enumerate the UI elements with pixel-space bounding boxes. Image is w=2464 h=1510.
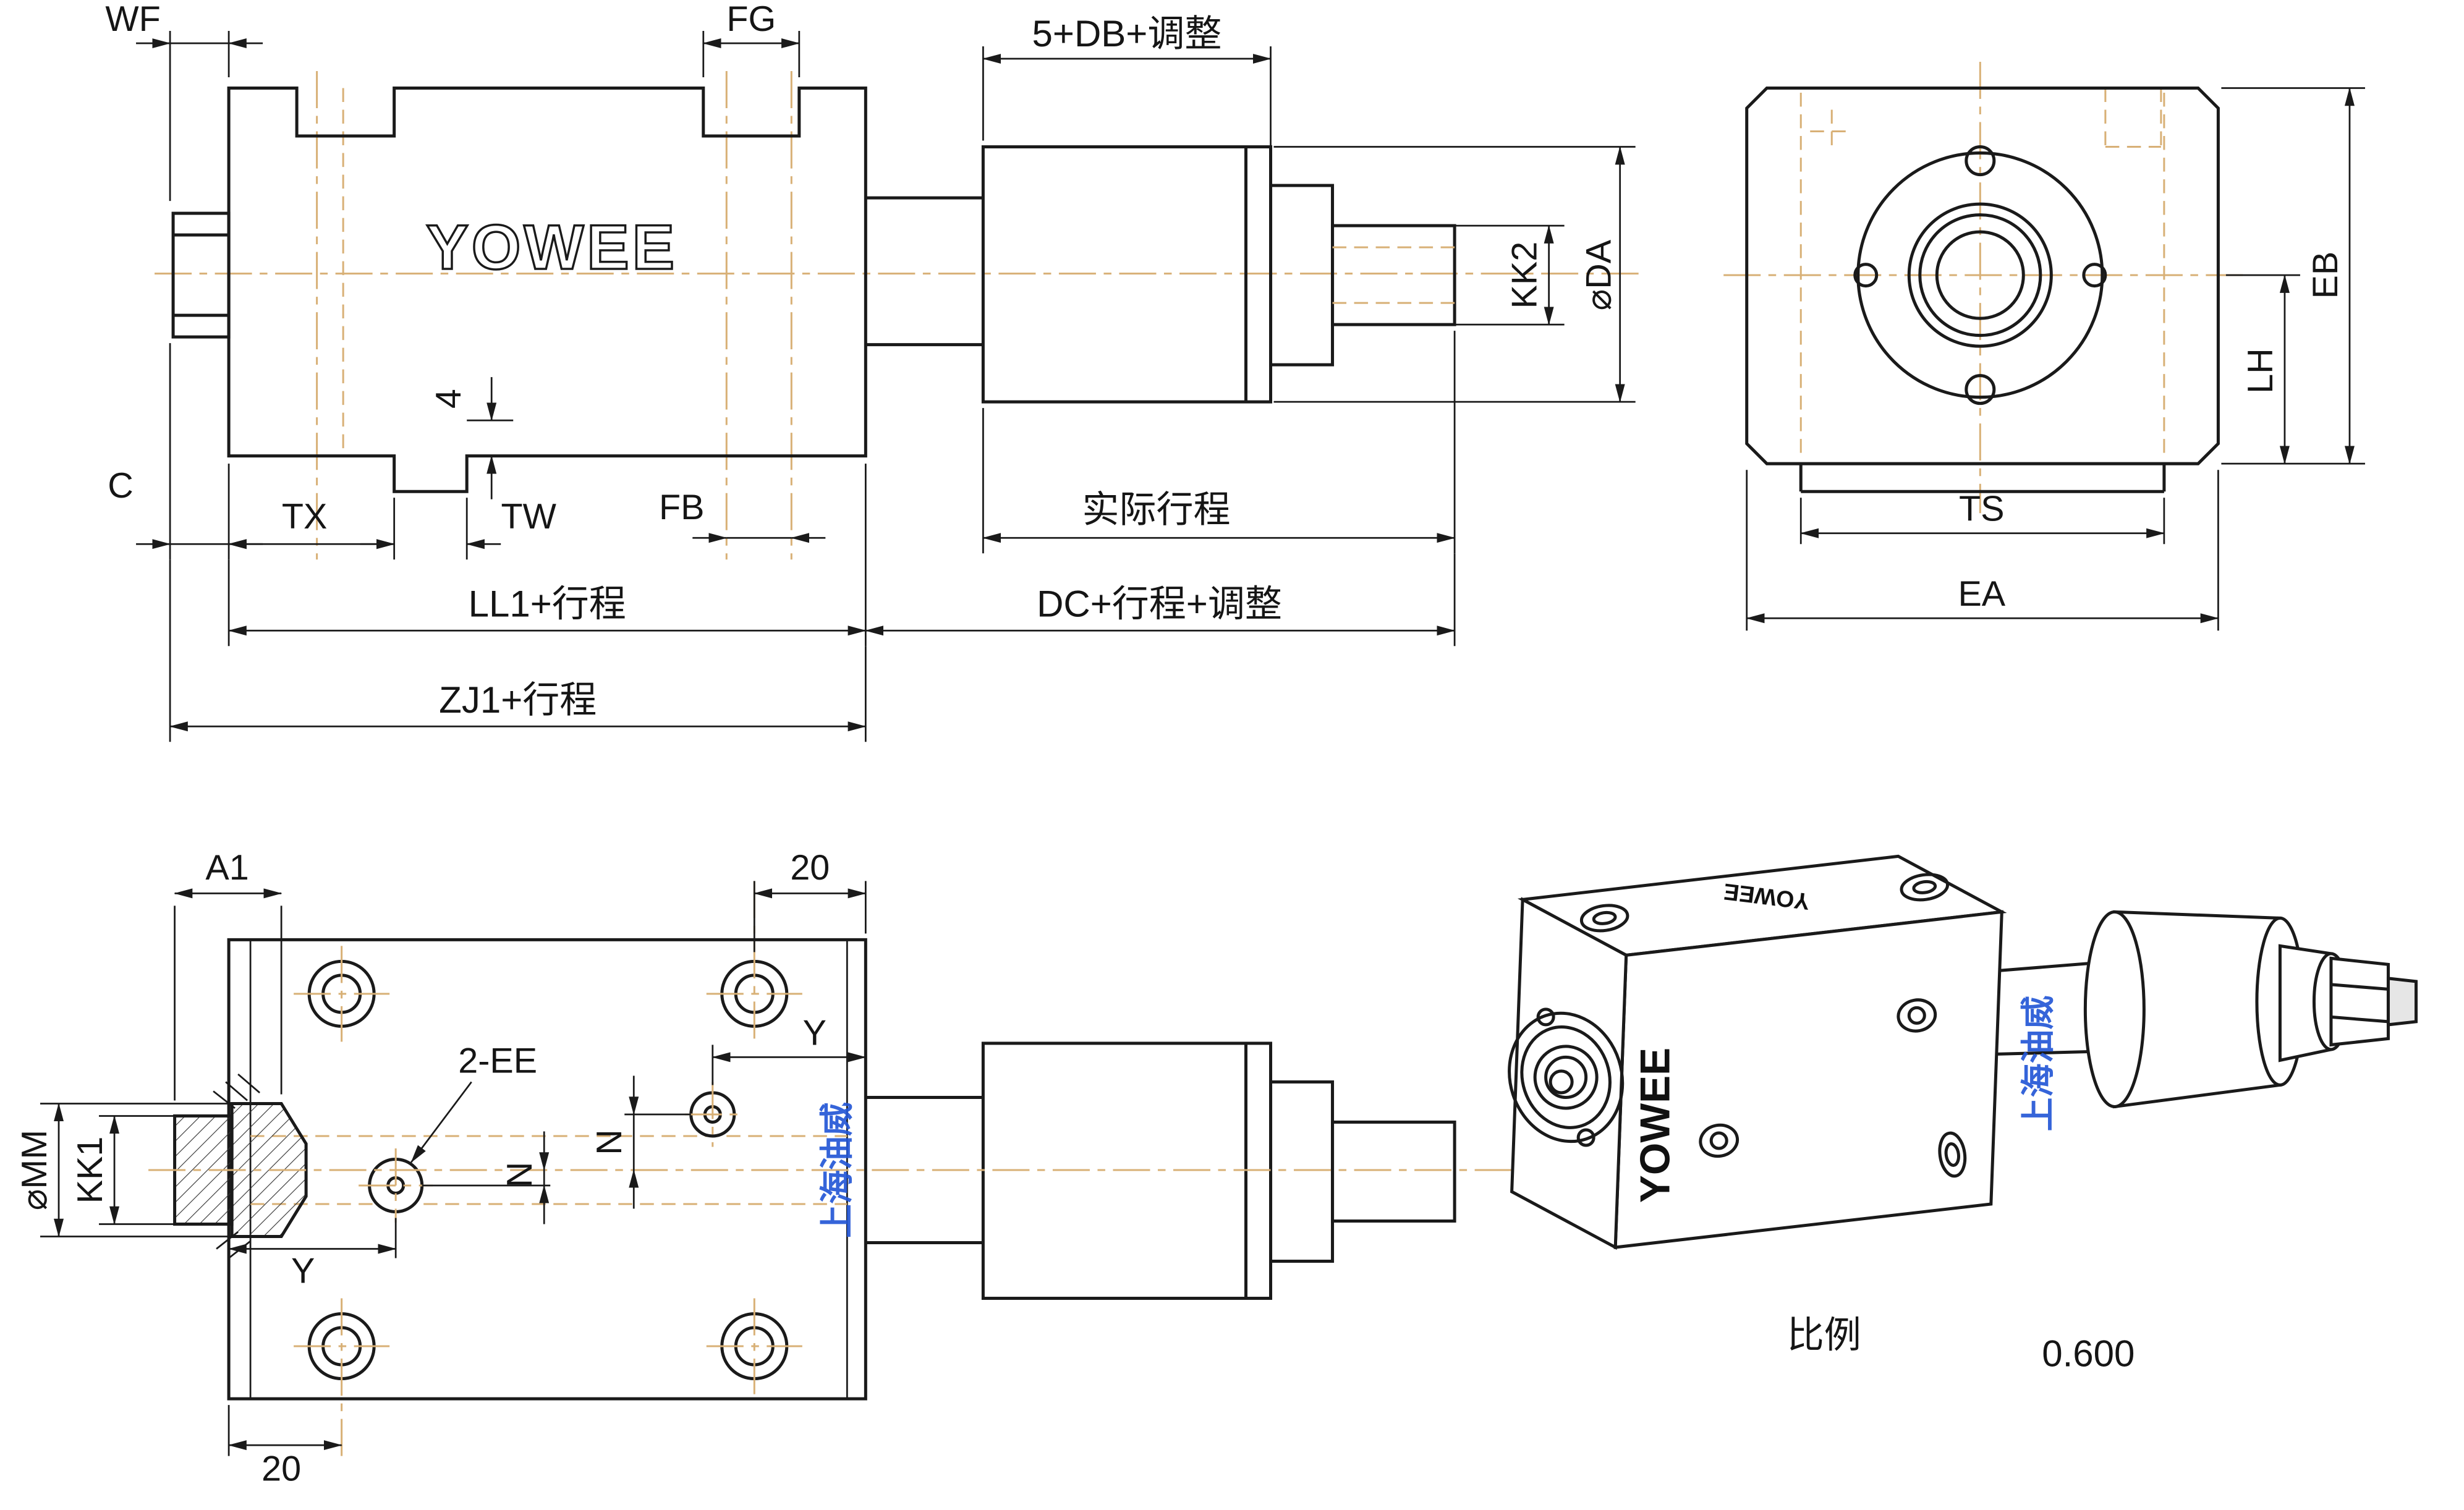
iso-flange (1508, 1007, 1625, 1147)
dim-label-20-bottom: 20 (261, 1449, 301, 1489)
dim-label-wf: WF (105, 0, 160, 39)
dim-label-tx: TX (282, 497, 327, 537)
plan-view-dimensions: A1 20 Y N 2-EE N Y (15, 848, 867, 1489)
dim-label-a1: A1 (205, 848, 249, 888)
watermark-iso: 上海油威 (2019, 995, 2057, 1131)
rod-end-section (173, 1073, 308, 1259)
dim-label-ts: TS (1959, 490, 2004, 529)
plan-view-centerlines (148, 881, 1647, 1456)
plan-view: A1 20 Y N 2-EE N Y (15, 848, 1647, 1489)
dim-label-fb: FB (659, 488, 704, 527)
end-face-outline (1745, 87, 2220, 465)
flange-bolt-hole-bottom (1965, 374, 1996, 405)
dim-label-fg: FG (726, 0, 776, 39)
dim-label-y-bottom: Y (291, 1252, 315, 1291)
adjuster-step (1269, 184, 1335, 367)
dim-label-2ee: 2-EE (458, 1041, 537, 1080)
iso-cylinder-cap-left (2083, 910, 2146, 1108)
scale-note: 比例 0.600 (1787, 1315, 2135, 1375)
iso-front-holes (1699, 998, 1967, 1178)
dim-label-db: 5+DB+调整 (1032, 13, 1222, 54)
side-view-centerlines (155, 71, 1647, 560)
flange-bolt-hole-top (1965, 145, 1996, 177)
bore-circle (1935, 230, 2025, 320)
rod-end-cap (171, 211, 231, 339)
dim-label-4: 4 (429, 389, 469, 409)
dim-label-y-top: Y (803, 1013, 826, 1053)
dim-label-actual-stroke: 实际行程 (1082, 489, 1230, 530)
end-view-centerlines (1723, 62, 2245, 514)
dim-label-20-top: 20 (790, 848, 830, 888)
scale-value: 0.600 (2042, 1333, 2135, 1375)
watermark-plan: 上海油威 (818, 1102, 856, 1238)
dim-label-da: ⌀DA (1579, 239, 1619, 310)
dim-label-tw: TW (501, 497, 557, 537)
dim-label-n-upper: N (590, 1129, 629, 1155)
iso-hex-cap (2329, 956, 2390, 1047)
end-view: EB LH TS EA (1723, 62, 2365, 631)
dim-label-ea: EA (1958, 574, 2005, 614)
iso-block: YOWEE YOWEE (1508, 854, 2007, 1250)
end-view-dimensions: EB LH TS EA (1746, 87, 2365, 631)
side-view-dimensions: WF FG 5+DB+调整 KK2 ⌀DA 4 (105, 0, 1636, 742)
dim-label-mm: ⌀MM (15, 1130, 54, 1210)
iso-view: YOWEE YOWEE 上海油威 比例 0.600 (1508, 854, 2418, 1375)
dim-label-zj1: ZJ1+行程 (439, 679, 597, 721)
side-view: YOWEE WF FG 5+DB+调整 KK2 ⌀DA (105, 0, 1647, 742)
dim-label-kk2: KK2 (1505, 242, 1545, 309)
dim-label-kk1: KK1 (70, 1137, 110, 1204)
dim-label-lh: LH (2241, 348, 2280, 394)
iso-top-slots (1579, 873, 1950, 933)
flange-circle (1856, 151, 2104, 399)
dim-label-ll1: LL1+行程 (469, 583, 626, 625)
dim-label-dc: DC+行程+调整 (1037, 583, 1282, 625)
iso-end-stub (2386, 977, 2418, 1027)
iso-brand-side: YOWEE (1633, 1048, 1679, 1203)
scale-label: 比例 (1787, 1315, 1861, 1356)
side-view-body: YOWEE (171, 87, 1456, 493)
brand-engraving: YOWEE (426, 211, 678, 282)
iso-adjuster (1997, 910, 2418, 1109)
cylinder-body-outline (227, 87, 867, 493)
dim-label-c: C (108, 466, 134, 506)
adjuster-rod-end (1331, 224, 1456, 326)
dim-label-eb: EB (2306, 252, 2345, 299)
dim-label-n-lower: N (500, 1162, 540, 1188)
end-view-body (1745, 87, 2220, 493)
piston-rod (865, 196, 983, 347)
